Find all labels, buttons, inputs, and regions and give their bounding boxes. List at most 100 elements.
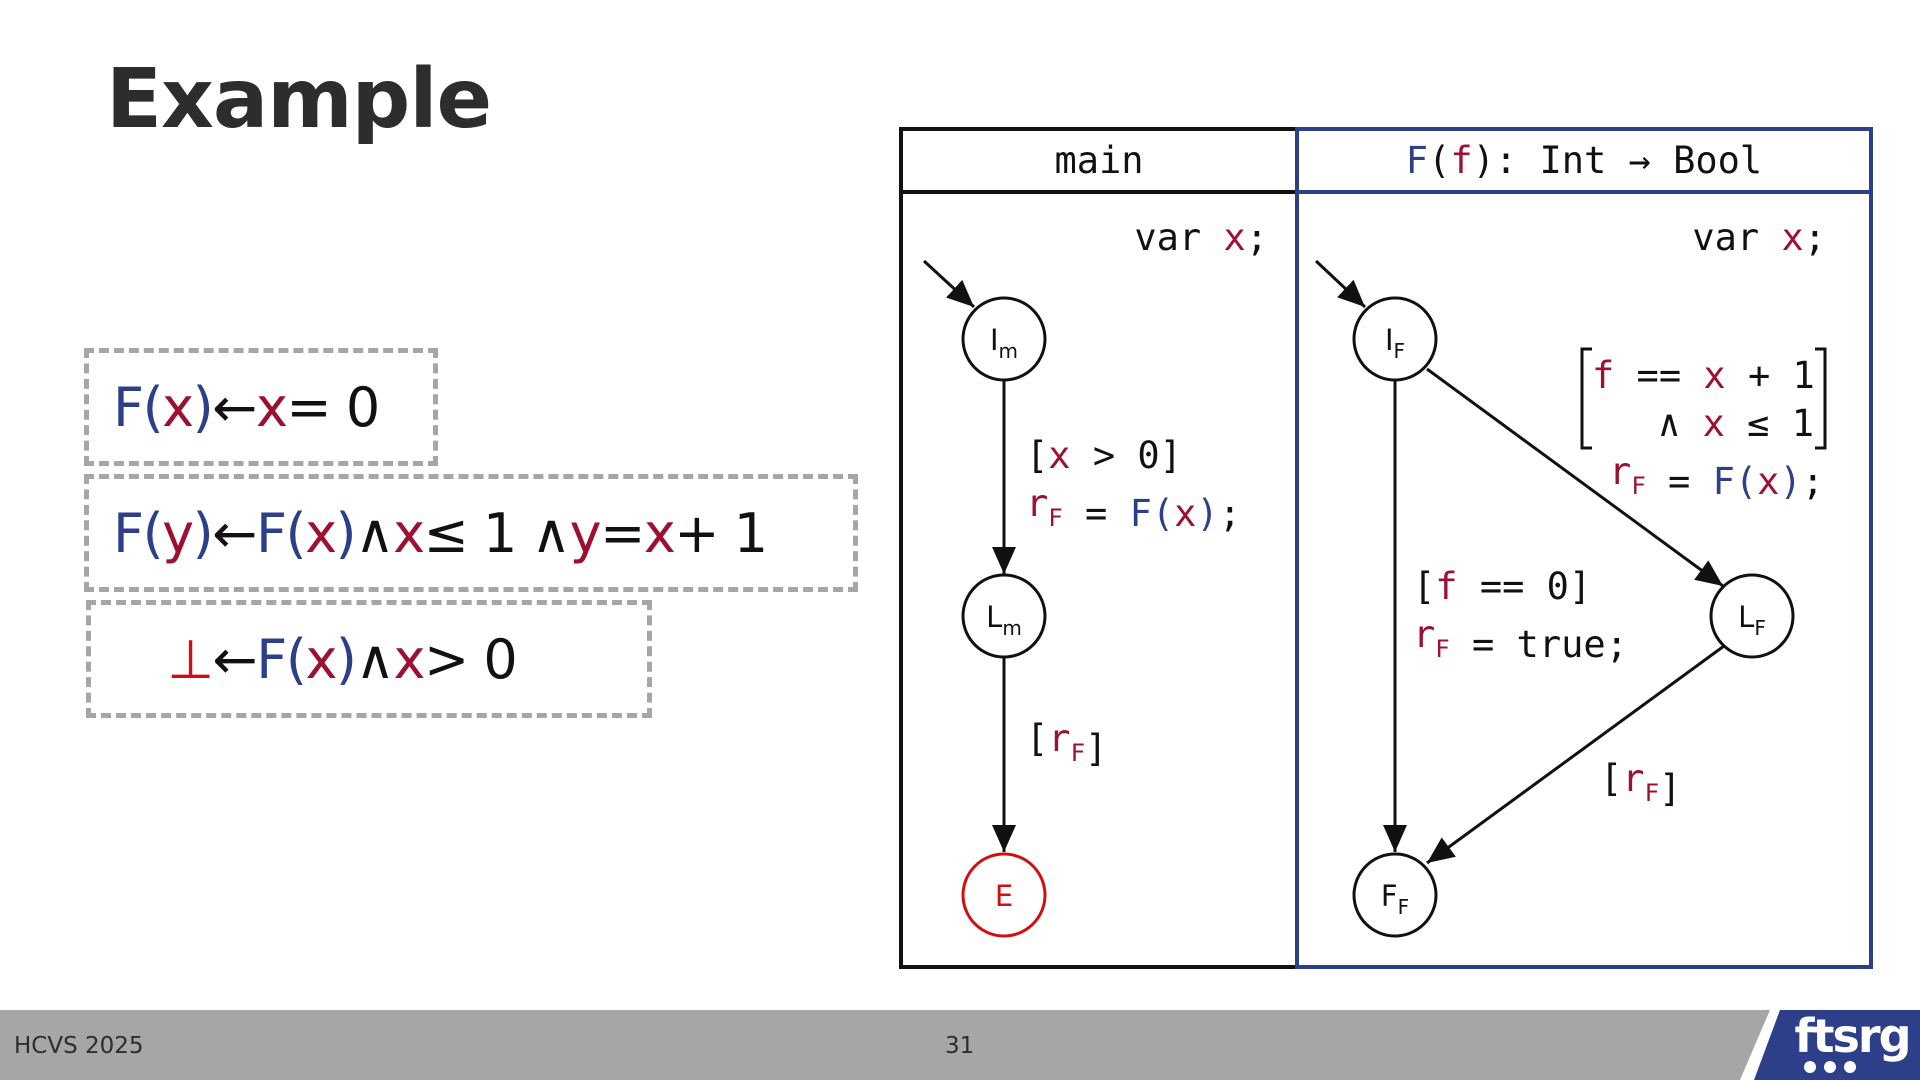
code-token: x (1703, 354, 1725, 397)
horn-rule-step: F(y) ← F(x) ∧ x ≤ 1 ∧ y = x + 1 (84, 474, 858, 592)
rule-token: ) (192, 375, 214, 439)
code-token: r (1413, 613, 1435, 656)
code-token: ; (1804, 216, 1826, 259)
f-base-guard: [f == 0] (1413, 565, 1591, 608)
svg-text:FF: FF (1381, 879, 1409, 919)
rule-token: + 1 (674, 501, 768, 565)
rule-token: ← (212, 375, 257, 439)
code-token: var (1134, 216, 1223, 259)
code-token: [ (1026, 434, 1048, 477)
code-token: > 0] (1071, 434, 1182, 477)
svg-text:Lm: Lm (986, 600, 1022, 640)
footer-bar (0, 1010, 1920, 1080)
code-token: F (1048, 504, 1062, 532)
code-token: ; (1219, 492, 1241, 535)
rule-token: ⊥ (167, 627, 214, 691)
code-token: x (1223, 216, 1245, 259)
code-token: r (1026, 482, 1048, 525)
main-entry-arrow (922, 259, 976, 309)
code-token: = true; (1450, 623, 1628, 666)
f-return-guard: [rF] (1600, 757, 1681, 810)
code-token: ) (1779, 460, 1801, 503)
rule-token: ) (192, 501, 214, 565)
f-panel-frame (1295, 127, 1873, 969)
rule-token: ∧ (355, 501, 395, 565)
code-token: F (1645, 779, 1659, 807)
rule-token: x (305, 627, 337, 691)
code-token: = (1063, 492, 1130, 535)
node-lm: Lm (961, 573, 1047, 659)
node-if: IF (1352, 296, 1438, 382)
logo-text: ftsrg (1795, 1010, 1910, 1063)
f-panel-header: F(f): Int → Bool (1406, 139, 1762, 182)
node-subscript: m (999, 339, 1018, 363)
horn-rule-init: F(x) ← x = 0 (84, 348, 438, 466)
code-token: + 1 (1726, 354, 1815, 397)
f-entry-arrow (1314, 259, 1367, 309)
rule-token: ∧ (355, 627, 395, 691)
node-label: I (1385, 323, 1394, 357)
guard-bracket-left (1580, 347, 1592, 450)
code-token: [ (1600, 757, 1622, 800)
rule-token: y (162, 501, 194, 565)
code-token: f (1450, 139, 1472, 182)
code-token: F (1406, 139, 1428, 182)
code-token: ; (1802, 460, 1824, 503)
code-token: x (1048, 434, 1070, 477)
rule-token: x (255, 375, 288, 439)
f-var-decl: var x; (1692, 216, 1826, 259)
node-label: F (1381, 879, 1398, 913)
svg-text:Im: Im (990, 323, 1018, 363)
ftsrg-logo: ftsrg (1740, 1010, 1920, 1080)
node-label: E (995, 879, 1013, 913)
code-token: ≤ 1 (1725, 402, 1814, 445)
rule-token: F (113, 375, 144, 439)
rule-token: = 0 (286, 375, 380, 439)
code-token: ): Int → Bool (1473, 139, 1763, 182)
code-token: x (1174, 492, 1196, 535)
f-base-assign: rF = true; (1413, 613, 1628, 666)
code-token: ( (1735, 460, 1757, 503)
code-token: ( (1428, 139, 1450, 182)
rule-token: ← (212, 501, 257, 565)
rule-token: F (256, 627, 287, 691)
code-token: r (1609, 450, 1631, 493)
code-token: == 0] (1458, 565, 1592, 608)
code-token: x (1703, 402, 1725, 445)
main-panel-header: main (1054, 139, 1143, 182)
svg-text:LF: LF (1738, 600, 1766, 640)
slide-title: Example (106, 52, 492, 147)
svg-text:E: E (995, 879, 1013, 913)
rule-token: x (393, 627, 426, 691)
code-token: r (1048, 717, 1070, 760)
code-token: F (1713, 460, 1735, 503)
code-token: x (1757, 460, 1779, 503)
f-edge-lf-ff (1426, 644, 1725, 865)
code-token: F (1435, 635, 1449, 663)
f-recursive-guard-line2: ∧ x ≤ 1 (1658, 402, 1814, 445)
guard-bracket-right (1815, 347, 1827, 450)
rule-token: ≤ 1 ∧ (423, 501, 571, 565)
node-label: I (990, 323, 999, 357)
main-edge2-guard: [rF] (1026, 717, 1107, 770)
code-token: var (1692, 216, 1781, 259)
rule-token: ( (142, 375, 164, 439)
node-subscript: m (1002, 616, 1021, 640)
rule-token: F (113, 501, 144, 565)
code-token: ; (1246, 216, 1268, 259)
code-token: F (1130, 492, 1152, 535)
f-recursive-assign: rF = F(x); (1609, 450, 1824, 503)
f-recursive-guard-line1: f == x + 1 (1592, 354, 1815, 397)
node-label: L (1738, 600, 1754, 634)
node-subscript: F (1398, 895, 1410, 919)
code-token: F (1631, 472, 1645, 500)
code-token: f (1592, 354, 1614, 397)
code-token: [ (1026, 717, 1048, 760)
node-subscript: F (1754, 616, 1766, 640)
code-token: x (1781, 216, 1803, 259)
svg-text:IF: IF (1385, 323, 1405, 363)
node-subscript: F (1394, 339, 1406, 363)
rule-token: ← (212, 627, 258, 691)
code-token: == (1614, 354, 1703, 397)
main-edge1-guard: [x > 0] (1026, 434, 1182, 477)
